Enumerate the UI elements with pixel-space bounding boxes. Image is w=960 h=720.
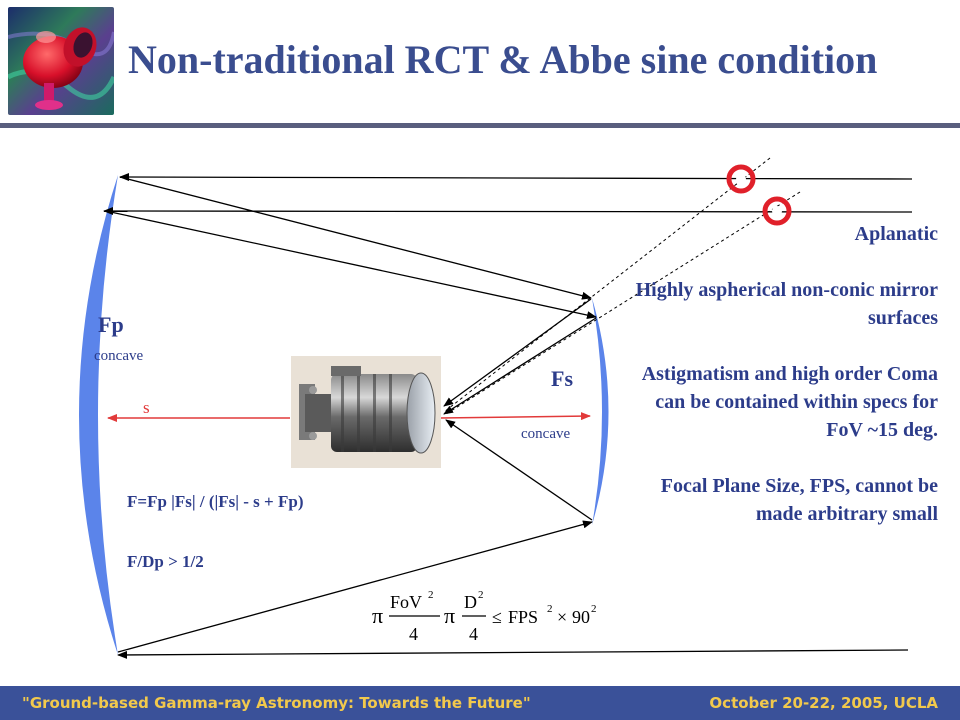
secondary-shape-label: concave xyxy=(521,426,571,442)
incoming-ray-1 xyxy=(119,173,913,182)
reflected-ray-1 xyxy=(119,176,592,300)
eq-fov-numerator: FoV xyxy=(390,592,422,612)
footer-bar: "Ground-based Gamma-ray Astronomy: Towar… xyxy=(0,686,960,720)
secondary-focal-label: Fs xyxy=(551,366,573,391)
logo-image xyxy=(8,7,114,115)
eq-d-denominator: 4 xyxy=(469,624,478,644)
eq-fps: FPS xyxy=(508,607,538,627)
footer-date-location: October 20-22, 2005, UCLA xyxy=(709,694,938,712)
primary-mirror xyxy=(79,175,118,655)
reflected-ray-2 xyxy=(105,210,597,320)
separation-arrow-right xyxy=(439,412,591,421)
primary-shape-label: concave xyxy=(94,348,144,364)
secondary-mirror xyxy=(592,298,609,525)
eq-relation: ≤ xyxy=(492,607,502,627)
eq-fov-denominator: 4 xyxy=(409,624,418,644)
reflected-ray-3 xyxy=(117,520,593,653)
incoming-ray-3 xyxy=(117,649,909,659)
focused-ray-3 xyxy=(445,419,593,521)
title-divider xyxy=(0,123,960,128)
off-axis-ray-1 xyxy=(443,157,771,413)
eq-d-numerator: D xyxy=(464,592,477,612)
eq-pi-1: π xyxy=(372,603,383,628)
focal-ratio-formula: F/Dp > 1/2 xyxy=(127,552,204,571)
ring-marker-2 xyxy=(762,196,792,226)
eq-pi-2: π xyxy=(444,603,455,628)
eq-fov-exponent: 2 xyxy=(428,589,434,601)
camera-image xyxy=(291,356,441,468)
eq-angle: 90 xyxy=(572,607,590,627)
eq-fps-exponent: 2 xyxy=(547,603,553,615)
page-title: Non-traditional RCT & Abbe sine conditio… xyxy=(128,37,878,82)
note-aspherical: Highly aspherical non-conic mirror surfa… xyxy=(635,279,938,329)
fps-equation: π FoV 2 4 π D 2 4 ≤ FPS 2 × 90 2 xyxy=(372,589,597,644)
primary-focal-label: Fp xyxy=(98,312,124,337)
eq-d-exponent: 2 xyxy=(478,589,484,601)
notes-panel: Aplanatic Highly aspherical non-conic mi… xyxy=(618,220,938,528)
focal-length-formula: F=Fp |Fs| / (|Fs| - s + Fp) xyxy=(127,492,304,511)
separation-label: s xyxy=(143,398,150,417)
note-aplanatic: Aplanatic xyxy=(854,223,938,245)
footer-conference: "Ground-based Gamma-ray Astronomy: Towar… xyxy=(22,694,531,712)
focused-ray-2 xyxy=(443,317,597,415)
ring-marker-1 xyxy=(726,164,756,194)
off-axis-ray-2 xyxy=(445,191,801,415)
eq-times: × xyxy=(557,607,567,627)
note-astigmatism: Astigmatism and high order Coma can be c… xyxy=(641,363,938,441)
eq-angle-exponent: 2 xyxy=(591,603,597,615)
note-focal-plane: Focal Plane Size, FPS, cannot be made ar… xyxy=(660,475,938,525)
